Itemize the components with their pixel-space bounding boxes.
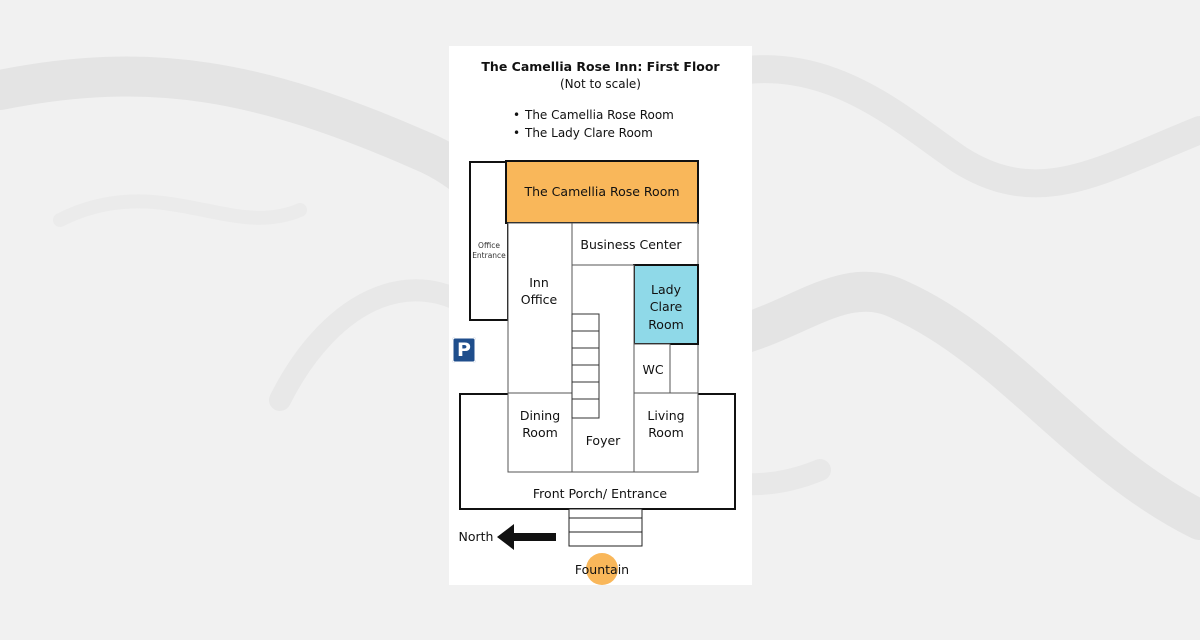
living-room[interactable] <box>633 392 699 473</box>
legend-label: The Lady Clare Room <box>525 126 653 140</box>
front-porch-label: Front Porch/ Entrance <box>532 486 668 502</box>
office-entrance-area <box>469 161 509 321</box>
foyer-label: Foyer <box>585 433 621 449</box>
inn-office-room[interactable] <box>507 222 573 394</box>
wc-label: WC <box>642 362 664 378</box>
camellia-rose-room-label: The Camellia Rose Room <box>524 184 680 200</box>
north-label: North <box>458 529 494 545</box>
inn-office-label: Inn Office <box>520 274 558 308</box>
parking-icon: P <box>452 337 476 363</box>
fountain-label: Fountain <box>574 562 630 578</box>
legend-label: The Camellia Rose Room <box>525 108 674 122</box>
floorplan-title: The Camellia Rose Inn: First Floor <box>481 59 720 74</box>
fountain-marker <box>586 553 618 585</box>
legend: • The Camellia Rose Room • The Lady Clare … <box>513 106 674 142</box>
front-steps <box>568 508 643 547</box>
office-entrance-label: Office Entrance <box>472 241 506 260</box>
living-room-label: Living Room <box>647 407 685 441</box>
legend-item: • The Lady Clare Room <box>513 124 674 142</box>
camellia-rose-room[interactable] <box>505 160 699 224</box>
business-center-room[interactable] <box>571 222 699 266</box>
floorplan-subtitle: (Not to scale) <box>560 77 641 91</box>
interior-staircase <box>571 313 600 419</box>
business-center-label: Business Center <box>580 237 682 253</box>
bullet-icon: • <box>513 108 521 122</box>
lady-clare-room-label: Lady Clare Room <box>648 281 684 332</box>
wc-room[interactable] <box>633 343 671 394</box>
bullet-icon: • <box>513 126 521 140</box>
legend-item: • The Camellia Rose Room <box>513 106 674 124</box>
north-arrow-icon <box>497 524 556 550</box>
dining-room[interactable] <box>507 392 573 473</box>
dining-room-label: Dining Room <box>519 407 561 441</box>
